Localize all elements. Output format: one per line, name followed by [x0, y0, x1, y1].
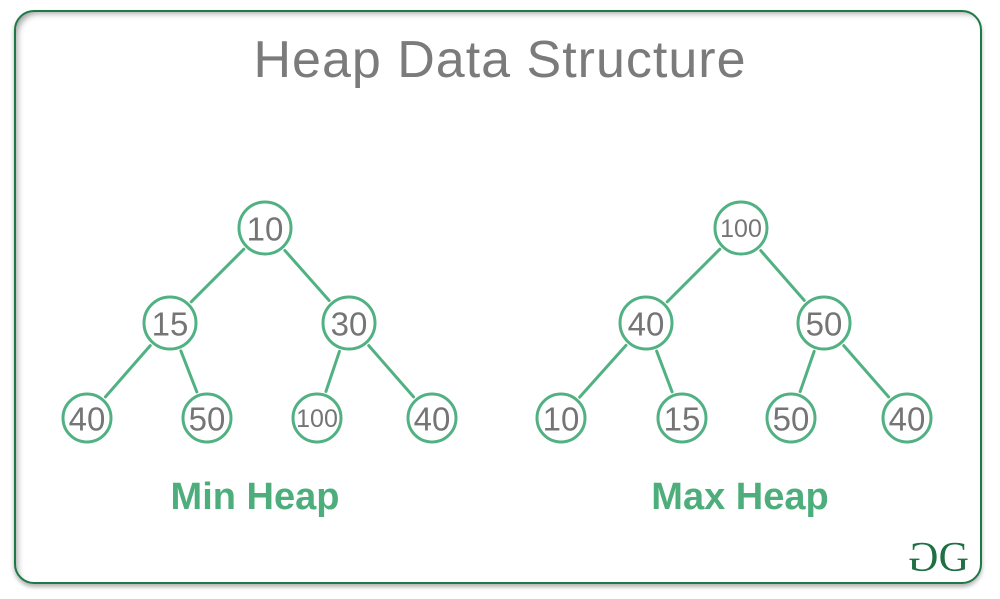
max-heap-label: Max Heap: [651, 476, 829, 518]
tree-node-value: 40: [414, 401, 451, 438]
tree-node-value: 30: [331, 306, 368, 343]
max-heap: 100 40 50 10 15 50 40: [535, 200, 933, 444]
tree-edge: [367, 344, 416, 399]
tree-node: [291, 392, 343, 444]
tree-node-value: 15: [152, 306, 189, 343]
tree-node: [881, 392, 933, 444]
tree-node: [142, 295, 198, 351]
tree-node-value: 40: [889, 401, 926, 438]
tree-node: [765, 392, 817, 444]
tree-node: [713, 200, 769, 256]
tree-edge: [759, 249, 806, 302]
tree-node-value: 40: [628, 306, 665, 343]
tree-node-value: 50: [189, 401, 226, 438]
tree-node: [321, 295, 377, 351]
tree-edge: [179, 349, 199, 394]
page-title: Heap Data Structure: [253, 31, 747, 89]
tree-node: [535, 392, 587, 444]
min-heap-label: Min Heap: [170, 476, 340, 518]
tree-node: [237, 200, 293, 256]
tree-node: [656, 392, 708, 444]
tree-edge: [665, 247, 722, 304]
tree-node: [61, 392, 113, 444]
tree-edge: [842, 344, 891, 399]
tree-node-value: 50: [773, 401, 810, 438]
min-heap: 10 15 30 40 50 100 40: [61, 200, 458, 444]
tree-node: [796, 295, 852, 351]
tree-node-value: 15: [664, 401, 701, 438]
tree-edge: [655, 349, 674, 394]
tree-edge: [798, 349, 816, 394]
tree-node: [618, 295, 674, 351]
tree-node-value: 50: [806, 306, 843, 343]
geeksforgeeks-logo: GG: [911, 535, 969, 581]
tree-node: [181, 392, 233, 444]
tree-edge: [578, 343, 628, 399]
tree-edge: [103, 344, 152, 399]
logo-mirrored-g: G: [911, 535, 939, 581]
tree-edge: [189, 247, 246, 304]
tree-node-value: 10: [543, 401, 580, 438]
tree-edge: [324, 349, 341, 393]
tree-edge: [283, 248, 331, 303]
tree-node-value: 40: [69, 401, 106, 438]
tree-node-value: 100: [720, 215, 762, 243]
tree-node-value: 10: [247, 211, 284, 248]
logo-g: G: [938, 535, 969, 581]
tree-node-value: 100: [296, 405, 338, 433]
tree-node: [406, 392, 458, 444]
